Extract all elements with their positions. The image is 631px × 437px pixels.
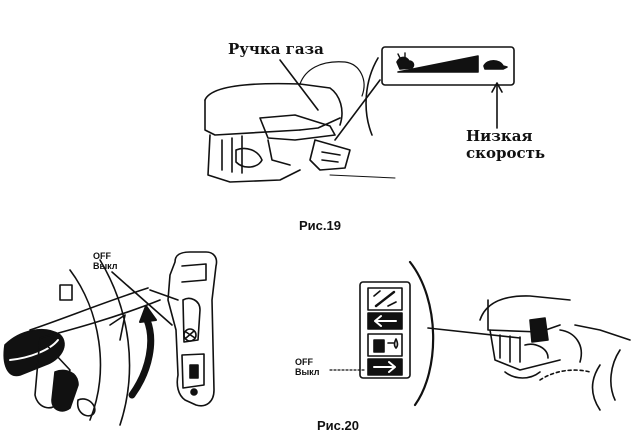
figure-20-caption: Рис.20 bbox=[317, 418, 359, 433]
throttle-label: Ручка газа bbox=[228, 40, 324, 58]
off-left-line-1: OFF bbox=[93, 251, 111, 261]
off-label-left: OFF Выкл bbox=[93, 251, 118, 271]
off-right-line-1: OFF bbox=[295, 357, 313, 367]
off-label-right: OFF Выкл bbox=[295, 357, 320, 377]
off-left-line-2: Выкл bbox=[93, 261, 118, 271]
off-right-line-2: Выкл bbox=[295, 367, 320, 377]
low-speed-line-1: Низкая bbox=[466, 127, 533, 145]
figure-19-caption: Рис.19 bbox=[299, 218, 341, 233]
low-speed-label: Низкая скорость bbox=[466, 128, 545, 162]
low-speed-line-2: скорость bbox=[466, 144, 546, 162]
